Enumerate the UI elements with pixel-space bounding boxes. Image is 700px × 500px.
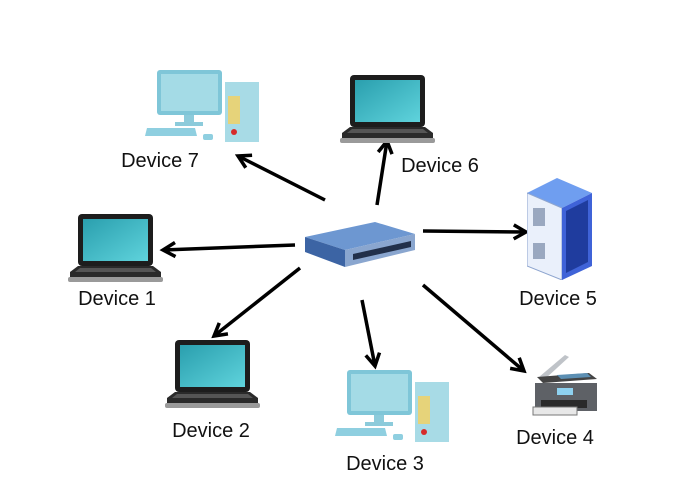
arrow-to-device-4 (421, 283, 527, 374)
device-label: Device 4 (516, 427, 594, 449)
device-label: Device 3 (346, 453, 424, 475)
device-5: Device 5 (519, 178, 597, 310)
arrow-to-device-5 (422, 223, 530, 241)
device-label: Device 2 (172, 420, 250, 442)
device-label: Device 6 (401, 155, 479, 177)
laptop-icon (165, 340, 260, 408)
printer-icon (532, 355, 597, 416)
arrow-to-device-2 (211, 266, 302, 339)
arrow-to-device-6 (375, 137, 394, 206)
device-label: Device 1 (78, 288, 156, 310)
network-switch-icon (305, 222, 415, 267)
arrow-to-device-1 (159, 241, 296, 259)
device-6: Device 6 (340, 75, 479, 177)
desktop-computer-icon (145, 70, 259, 142)
device-2: Device 2 (165, 340, 260, 442)
desktop-computer-icon (335, 370, 449, 442)
connection-arrows (159, 137, 530, 374)
laptop-icon (340, 75, 435, 143)
device-3: Device 3 (335, 370, 449, 475)
device-4: Device 4 (516, 355, 597, 449)
arrow-to-device-3 (360, 299, 382, 370)
device-7: Device 7 (121, 70, 259, 172)
device-label: Device 7 (121, 150, 199, 172)
laptop-icon (68, 214, 163, 282)
server-rack-icon (527, 178, 592, 280)
arrow-to-device-7 (234, 153, 326, 202)
device-label: Device 5 (519, 288, 597, 310)
device-1: Device 1 (68, 214, 163, 310)
